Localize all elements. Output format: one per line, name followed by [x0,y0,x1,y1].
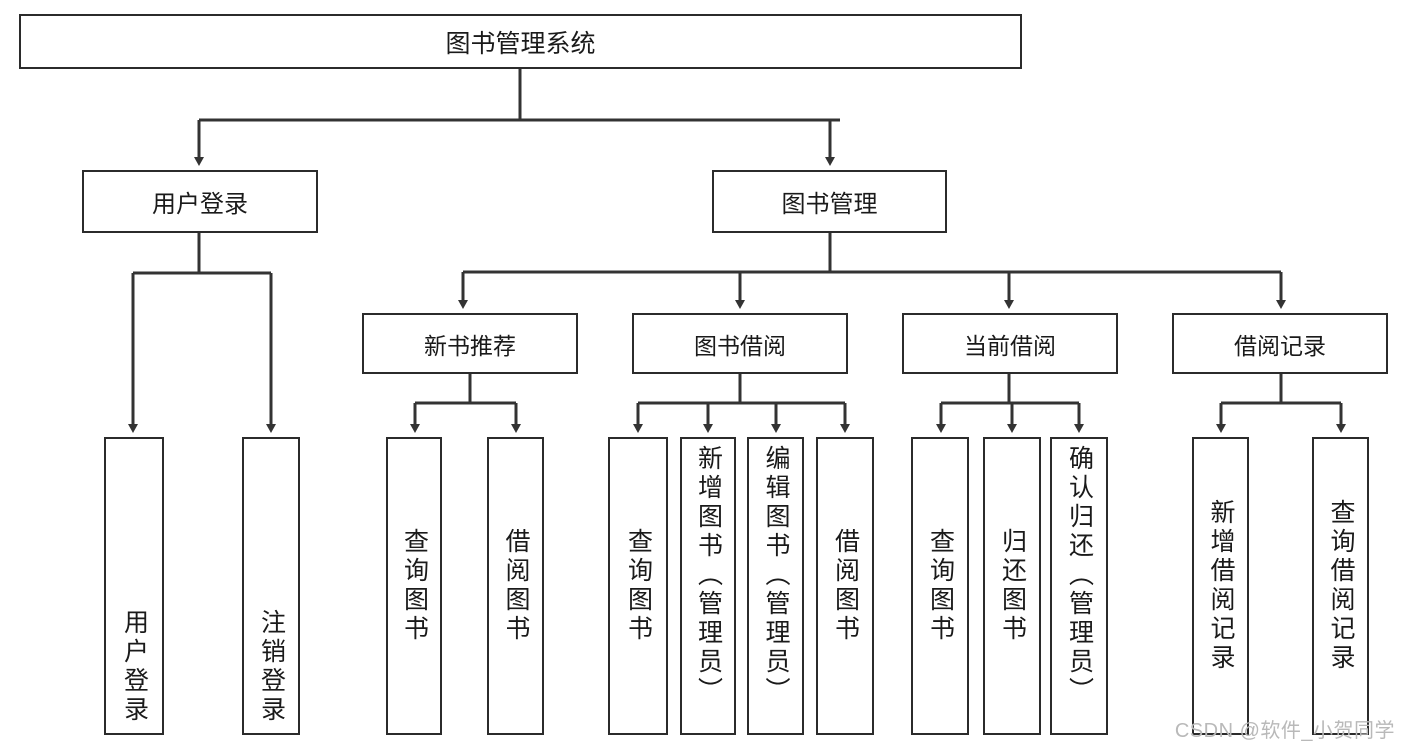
node-book-manage-label: 图书管理 [781,191,878,218]
leaf-query-book-1-label: 查询图书 [400,528,429,644]
node-new-book-recommend-label: 新书推荐 [424,332,516,359]
leaf-add-record-label: 新增借阅记录 [1207,499,1235,673]
leaf-edit-book-label: 编辑图书（管理员） [762,445,790,706]
leaf-user-login-label: 用户登录 [120,609,149,725]
leaf-borrow-book-2-label: 借阅图书 [831,528,860,644]
node-new-book-recommend[interactable]: 新书推荐 [362,313,578,374]
leaf-user-login[interactable]: 用户登录 [104,437,164,735]
leaf-query-record[interactable]: 查询借阅记录 [1312,437,1369,735]
leaf-query-book-3-label: 查询图书 [926,528,955,644]
leaf-query-book-3[interactable]: 查询图书 [911,437,969,735]
leaf-add-book-label: 新增图书（管理员） [694,445,723,706]
leaf-logout-label: 注销登录 [257,609,286,725]
node-root-label: 图书管理系统 [445,29,596,58]
leaf-add-book[interactable]: 新增图书（管理员） [680,437,736,735]
node-current-borrow-label: 当前借阅 [964,332,1056,359]
watermark: CSDN @软件_小贺同学 [1174,720,1395,742]
leaf-confirm-return-label: 确认归还（管理员） [1065,445,1094,706]
leaf-borrow-book-1[interactable]: 借阅图书 [487,437,544,735]
leaf-query-book-2-label: 查询图书 [624,528,653,644]
leaf-return-book-label: 归还图书 [998,528,1027,644]
leaf-return-book[interactable]: 归还图书 [983,437,1041,735]
leaf-edit-book[interactable]: 编辑图书（管理员） [747,437,804,735]
leaf-query-record-label: 查询借阅记录 [1327,499,1355,673]
node-book-manage[interactable]: 图书管理 [712,170,947,233]
leaf-logout[interactable]: 注销登录 [242,437,300,735]
node-current-borrow[interactable]: 当前借阅 [902,313,1118,374]
node-borrow-record[interactable]: 借阅记录 [1172,313,1388,374]
leaf-add-record[interactable]: 新增借阅记录 [1192,437,1249,735]
leaf-query-book-1[interactable]: 查询图书 [386,437,442,735]
node-user-login-label: 用户登录 [152,191,248,218]
node-root[interactable]: 图书管理系统 [19,14,1022,69]
node-user-login[interactable]: 用户登录 [82,170,318,233]
leaf-borrow-book-2[interactable]: 借阅图书 [816,437,874,735]
leaf-borrow-book-1-label: 借阅图书 [502,528,530,644]
node-book-borrow[interactable]: 图书借阅 [632,313,848,374]
node-book-borrow-label: 图书借阅 [694,332,786,359]
node-borrow-record-label: 借阅记录 [1234,332,1326,359]
leaf-query-book-2[interactable]: 查询图书 [608,437,668,735]
leaf-confirm-return[interactable]: 确认归还（管理员） [1050,437,1108,735]
